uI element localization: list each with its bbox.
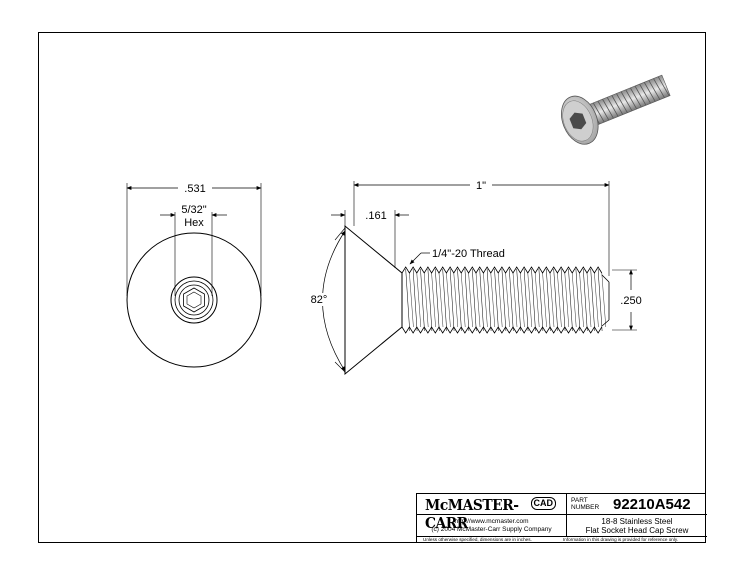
part-number: 92210A542 [611,494,707,515]
part-number-caption: PART NUMBER [567,494,611,515]
description-line2: Flat Socket Head Cap Screw [585,526,689,535]
description-line1: 18-8 Stainless Steel [601,517,673,526]
side-view: 1" .161 1/4"-20 Thread 82° .250 [310,180,643,376]
drawing-notes: Unless otherwise specified, dimensions a… [417,536,707,543]
brand-name: McMASTER-CARR [425,496,519,532]
head-diameter-label: .531 [184,183,205,195]
hex-size-label: 5/32" [181,204,206,216]
end-view: .531 5/32" Hex [126,183,262,368]
copyright-text: (c) 2004 McMaster-Carr Supply Company [431,526,552,533]
thread-diameter-label: .250 [620,295,641,307]
part-label-line2: NUMBER [571,504,600,511]
screw-3d-render [561,74,671,145]
contact-info: http://www.mcmaster.com (c) 2004 McMaste… [417,515,567,536]
drawing-sheet [38,32,706,543]
part-description: 18-8 Stainless Steel Flat Socket Head Ca… [567,515,707,536]
hex-label: Hex [184,217,204,229]
website-link[interactable]: http://www.mcmaster.com [454,518,529,525]
brand-logo: McMASTER-CARR CAD [417,494,567,532]
thread-profile [401,266,606,334]
title-block: McMASTER-CARR CAD PART NUMBER 92210A542 … [416,493,707,543]
length-label: 1" [476,180,486,192]
angle-label: 82° [311,294,328,306]
cad-badge: CAD [530,497,556,510]
part-label-line1: PART [571,497,588,504]
thread-label: 1/4"-20 Thread [432,248,505,260]
note-units: Unless otherwise specified, dimensions a… [423,537,532,542]
head-height-label: .161 [365,210,386,222]
note-reference: Information in this drawing is provided … [563,537,679,542]
